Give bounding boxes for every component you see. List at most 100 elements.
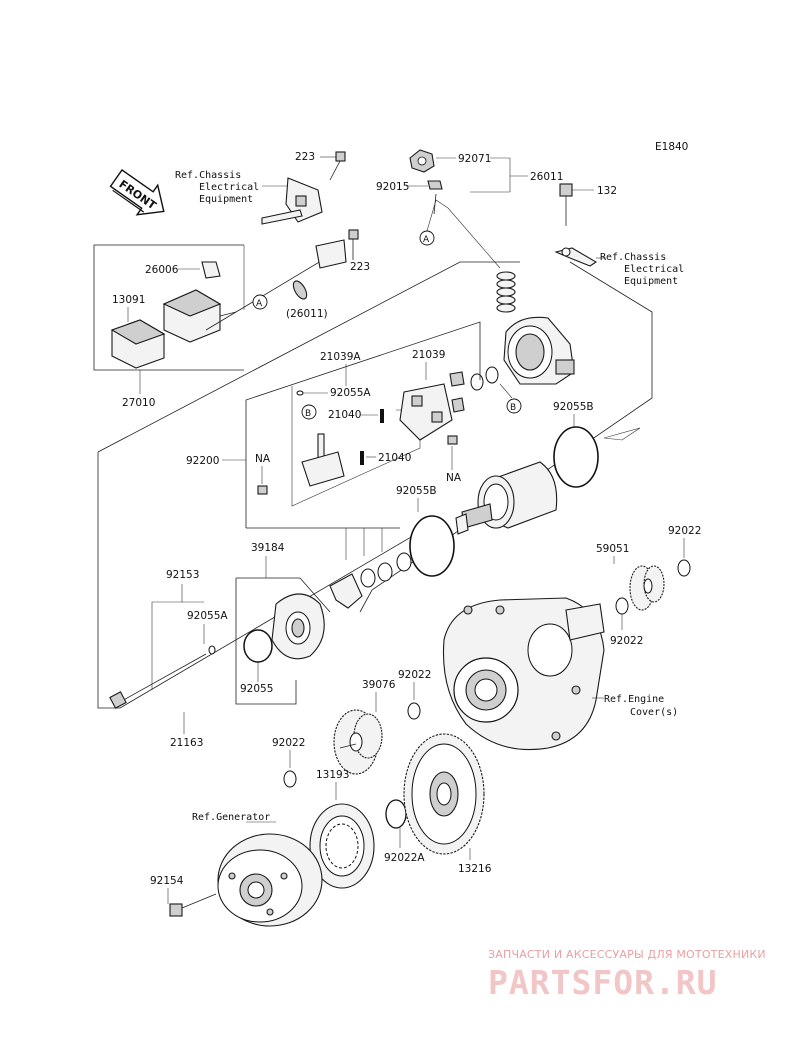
- part-label-26006: 26006: [145, 264, 179, 276]
- clutch-13193: [309, 803, 375, 889]
- washers-row: [329, 552, 412, 609]
- part-label-21039a: 21039A: [320, 351, 361, 363]
- part-label-21039: 21039: [412, 349, 445, 361]
- ref-chassis-1-line2: Electrical: [199, 182, 259, 193]
- part-label-59051: 59051: [596, 543, 629, 555]
- washer-92022c: [407, 702, 421, 720]
- ref-engine-line1: Ref.Engine: [604, 694, 664, 705]
- part-label-92022b: 92022: [610, 635, 643, 647]
- marker-b-right: B: [506, 398, 522, 414]
- watermark-tagline: ЗАПЧАСТИ И АКСЕССУАРЫ ДЛЯ МОТОТЕХНИКИ: [488, 948, 766, 961]
- oring-92055b-top: [553, 426, 599, 488]
- ref-chassis-2: Ref.Chassis Electrical Equipment: [554, 247, 684, 287]
- front-arrow-icon: FRONT: [109, 169, 165, 216]
- marker-a-left: A: [252, 294, 268, 310]
- part-label-92015: 92015: [376, 181, 409, 193]
- svg-text:A: A: [423, 235, 430, 245]
- part-label-92055: 92055: [240, 683, 273, 695]
- ref-generator: Ref.Generator: [192, 812, 270, 823]
- oring-92055b: [409, 515, 455, 577]
- part-label-21040b: 21040: [378, 452, 411, 464]
- ref-engine-line2: Cover(s): [630, 707, 678, 718]
- generator-rotor: Ref.Generator: [192, 812, 323, 927]
- brush-21040a: [380, 409, 384, 423]
- marker-na-right: NA: [446, 472, 462, 484]
- screw-na-left: [257, 485, 268, 495]
- bolt-223b: [348, 229, 359, 260]
- bolt-223a: [329, 151, 346, 181]
- part-label-21040a: 21040: [328, 409, 361, 421]
- part-label-92200: 92200: [186, 455, 219, 467]
- starter-group-box-right: [359, 261, 653, 613]
- oring-92055a2: [208, 645, 216, 655]
- brush-plate-21039: [399, 371, 465, 441]
- engine-cover: [442, 597, 605, 751]
- spring-assembly: [496, 271, 516, 313]
- part-label-13216: 13216: [458, 863, 492, 875]
- starter-motor-body: [455, 461, 558, 535]
- relay-group-box: [93, 244, 244, 371]
- relay-13091: [110, 319, 166, 369]
- part-label-92055a: 92055A: [330, 387, 371, 399]
- part-label-223a: 223: [295, 151, 315, 163]
- washer-92022d: [283, 770, 297, 788]
- part-label-13091: 13091: [112, 294, 145, 306]
- part-label-39076: 39076: [362, 679, 396, 691]
- oring-92055: [243, 629, 273, 663]
- part-label-132: 132: [597, 185, 617, 197]
- ref-chassis-2-line1: Ref.Chassis: [600, 252, 666, 263]
- oring-92055a: [296, 390, 304, 396]
- ref-engine: Ref.Engine Cover(s): [592, 694, 678, 718]
- flange-box-top: [236, 577, 331, 613]
- washer-92022a: [677, 559, 691, 577]
- svg-text:A: A: [256, 299, 263, 309]
- ref-chassis-1: Ref.Chassis Electrical Equipment: [175, 170, 290, 205]
- part-label-92071: 92071: [458, 153, 491, 165]
- fuse-26006: [201, 261, 221, 279]
- ref-chassis-1-line3: Equipment: [199, 194, 253, 205]
- marker-na-left: NA: [255, 453, 271, 465]
- washers-cover: [470, 366, 499, 391]
- nut-92071: [409, 149, 435, 173]
- starter-group-box-left: [97, 452, 120, 709]
- relay-27010: [162, 289, 237, 343]
- part-label-92055a2: 92055A: [187, 610, 228, 622]
- ref-chassis-2-line3: Equipment: [624, 276, 678, 287]
- gear-39076: [333, 709, 383, 775]
- washer-92022e: [385, 799, 407, 829]
- washer-92015: [427, 180, 443, 190]
- ref-chassis-2-line2: Electrical: [624, 264, 684, 275]
- part-label-13193: 13193: [316, 769, 349, 781]
- part-label-92055b: 92055B: [396, 485, 437, 497]
- part-label-39184: 39184: [251, 542, 285, 554]
- part-label-21163: 21163: [170, 737, 203, 749]
- starter-cable: [205, 239, 347, 331]
- marker-b-left: B: [301, 404, 317, 420]
- marker-a-top: A: [419, 230, 435, 246]
- part-label-92022e: 92022A: [384, 852, 425, 864]
- bolt-132: [559, 183, 573, 226]
- part-label-92153: 92153: [166, 569, 199, 581]
- flange-box-left: [235, 578, 297, 705]
- flange-39184: [271, 593, 325, 660]
- part-label-26011b: (26011): [286, 308, 328, 320]
- diagram-code: E1840: [655, 141, 688, 153]
- bolt-92154: [169, 893, 217, 917]
- starter-group-box-top: [97, 261, 520, 453]
- gear-13216: [403, 733, 485, 855]
- part-label-27010: 27010: [122, 397, 155, 409]
- part-label-92022c: 92022: [398, 669, 431, 681]
- ref-chassis-1-line1: Ref.Chassis: [175, 170, 241, 181]
- part-label-92154: 92154: [150, 875, 184, 887]
- part-label-92022a: 92022: [668, 525, 701, 537]
- svg-text:B: B: [305, 409, 311, 419]
- part-label-26011: 26011: [530, 171, 563, 183]
- part-label-92022d: 92022: [272, 737, 305, 749]
- svg-text:B: B: [510, 403, 516, 413]
- starter-end-cover: [503, 316, 575, 385]
- part-label-92055b-top: 92055B: [553, 401, 594, 413]
- relay-bracket: [261, 177, 323, 225]
- part-label-223b: 223: [350, 261, 370, 273]
- brush-group-box: [245, 321, 481, 528]
